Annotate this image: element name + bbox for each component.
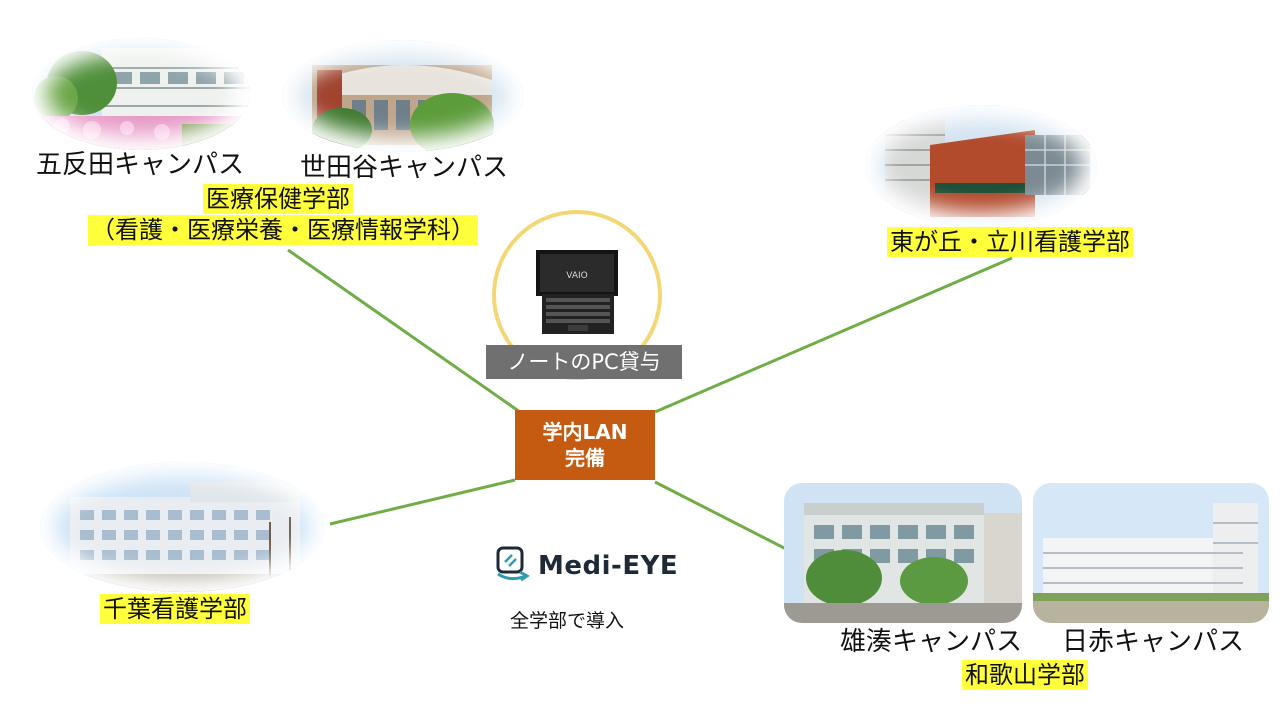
faculty-higashigaoka-tachikawa: 東が丘・立川看護学部 bbox=[887, 227, 1133, 257]
medi-eye-logo-icon bbox=[496, 546, 530, 582]
setagaya-campus-photo bbox=[282, 40, 524, 152]
svg-text:VAIO: VAIO bbox=[566, 271, 587, 281]
higashigaoka-campus-photo bbox=[865, 105, 1097, 227]
faculty-health-sciences-departments: （看護・医療栄養・医療情報学科） bbox=[88, 215, 478, 245]
laptop-icon: VAIO bbox=[522, 244, 632, 336]
campus-lan-box: 学内LAN 完備 bbox=[515, 410, 655, 480]
medi-eye-caption: 全学部で導入 bbox=[510, 610, 625, 632]
campus-name-ominato: 雄湊キャンパス bbox=[840, 627, 1023, 657]
campus-name-gotanda: 五反田キャンパス bbox=[36, 150, 245, 180]
connector-bottom-right bbox=[654, 480, 789, 552]
faculty-wakayama: 和歌山学部 bbox=[962, 660, 1088, 690]
lan-box-line2: 完備 bbox=[565, 446, 605, 470]
campus-name-nisseki: 日赤キャンパス bbox=[1062, 627, 1245, 657]
faculty-chiba-nursing: 千葉看護学部 bbox=[100, 594, 250, 624]
ominato-campus-photo bbox=[784, 483, 1022, 623]
pc-loan-label: ノートのPC貸与 bbox=[486, 345, 682, 379]
chiba-campus-photo bbox=[40, 462, 325, 592]
gotanda-campus-photo bbox=[32, 38, 250, 150]
connector-left bbox=[329, 478, 516, 526]
connector-top-left bbox=[287, 248, 521, 414]
campus-name-setagaya: 世田谷キャンパス bbox=[300, 153, 509, 183]
faculty-health-sciences: 医療保健学部 bbox=[203, 184, 353, 214]
connector-top-right bbox=[654, 256, 1013, 414]
lan-box-line1: 学内LAN bbox=[542, 420, 628, 444]
nisseki-campus-photo bbox=[1033, 483, 1269, 623]
medi-eye-logo-text: Medi-EYE bbox=[538, 551, 679, 581]
